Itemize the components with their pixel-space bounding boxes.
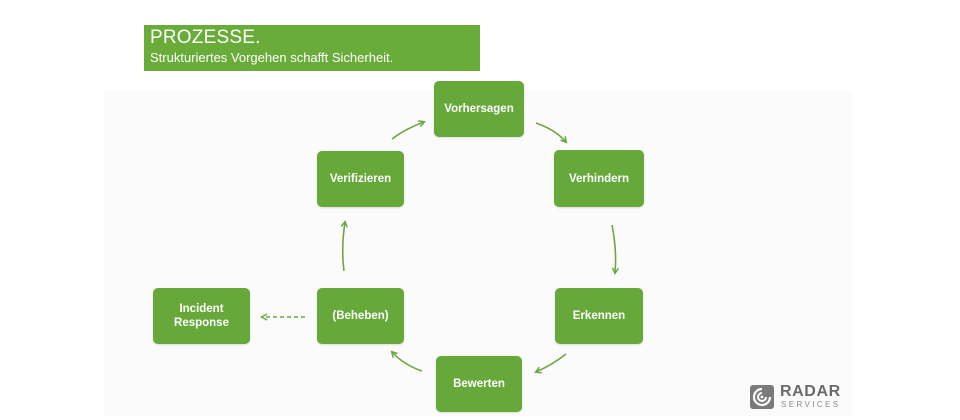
node-beheben: (Beheben): [317, 288, 404, 344]
radar-services-logo: RADAR SERVICES: [750, 383, 845, 412]
node-verhindern: Verhindern: [554, 150, 644, 207]
page-title: PROZESSE.: [150, 27, 261, 48]
logo-tagline: SERVICES: [781, 400, 841, 409]
page-subtitle: Strukturiertes Vorgehen schafft Sicherhe…: [150, 50, 394, 65]
node-label: Verifizieren: [329, 173, 392, 185]
arrow-verhindern-erkennen: [611, 224, 616, 273]
node-incident-response: Incident Response: [153, 288, 250, 344]
arrow-vorhersagen-verhindern: [535, 122, 566, 142]
logo-name: RADAR: [780, 383, 841, 400]
node-label: Bewerten: [453, 378, 505, 390]
arrow-beheben-verifizieren: [343, 222, 345, 272]
radar-swirl-icon: [750, 385, 774, 409]
arrow-verifizieren-vorhersagen: [391, 122, 424, 140]
arrow-bewerten-beheben: [392, 352, 423, 372]
node-bewerten: Bewerten: [436, 356, 522, 412]
node-label: Vorhersagen: [444, 103, 514, 115]
node-label: Erkennen: [572, 310, 626, 322]
title-banner: PROZESSE. Strukturiertes Vorgehen schaff…: [144, 25, 480, 71]
node-label: (Beheben): [332, 310, 389, 322]
node-verifizieren: Verifizieren: [317, 151, 404, 207]
node-erkennen: Erkennen: [555, 288, 643, 344]
node-label-line1: Incident: [179, 303, 224, 315]
node-label-line2: Response: [174, 317, 229, 329]
node-vorhersagen: Vorhersagen: [434, 81, 524, 137]
node-label: Verhindern: [568, 172, 630, 185]
arrow-erkennen-bewerten: [536, 353, 567, 372]
